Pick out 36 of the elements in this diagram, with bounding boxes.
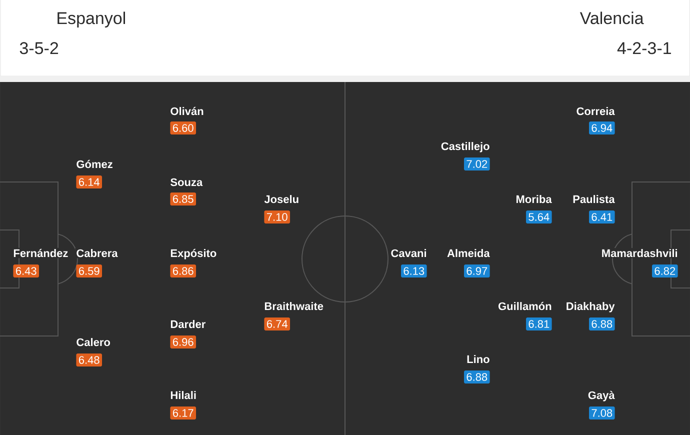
player-name: Hilali xyxy=(169,390,198,400)
rating-badge: 6.85 xyxy=(170,192,196,206)
player-name: Correia xyxy=(575,106,616,116)
player-name: Lino xyxy=(466,354,491,364)
player-name: Guillamón xyxy=(497,300,553,312)
rating-badge: 6.48 xyxy=(76,354,102,366)
player-name: Gómez xyxy=(75,158,114,170)
player-name: Castillejo xyxy=(440,141,491,154)
player-name: Joselu xyxy=(263,194,300,204)
player-name: Mamardashvili xyxy=(600,248,679,258)
player-name: Calero xyxy=(75,337,112,348)
rating-badge: 6.96 xyxy=(170,336,196,348)
rating-badge: 6.60 xyxy=(170,122,196,134)
rating-badge: 6.86 xyxy=(170,264,196,278)
player-name: Almeida xyxy=(446,248,491,258)
player-name: Braithwaite xyxy=(263,301,324,312)
player-name: Expósito xyxy=(169,248,218,260)
player-name: Cavani xyxy=(390,248,428,258)
rating-badge: 6.43 xyxy=(13,264,40,278)
rating-badge: 6.17 xyxy=(170,406,196,420)
player-name: Oliván xyxy=(169,106,205,116)
player-name: Souza xyxy=(169,177,204,188)
rating-badge: 6.14 xyxy=(76,176,102,188)
player-name: Diakhaby xyxy=(564,301,616,314)
player-name: Cabrera xyxy=(75,248,119,258)
player-name: Darder xyxy=(169,319,207,330)
rating-badge: 6.74 xyxy=(264,318,290,330)
formation: 3-5-2 xyxy=(20,42,58,54)
player-name: Fernández xyxy=(12,248,70,258)
formation: 4-2-3-1 xyxy=(617,42,671,54)
player-name: Moriba xyxy=(514,194,553,204)
team-name: Espanyol xyxy=(58,12,125,28)
rating-badge: 7.10 xyxy=(264,210,290,224)
team-name: Valencia xyxy=(580,12,644,24)
player-name: Paulista xyxy=(572,194,616,204)
rating-badge: 6.59 xyxy=(76,264,102,278)
